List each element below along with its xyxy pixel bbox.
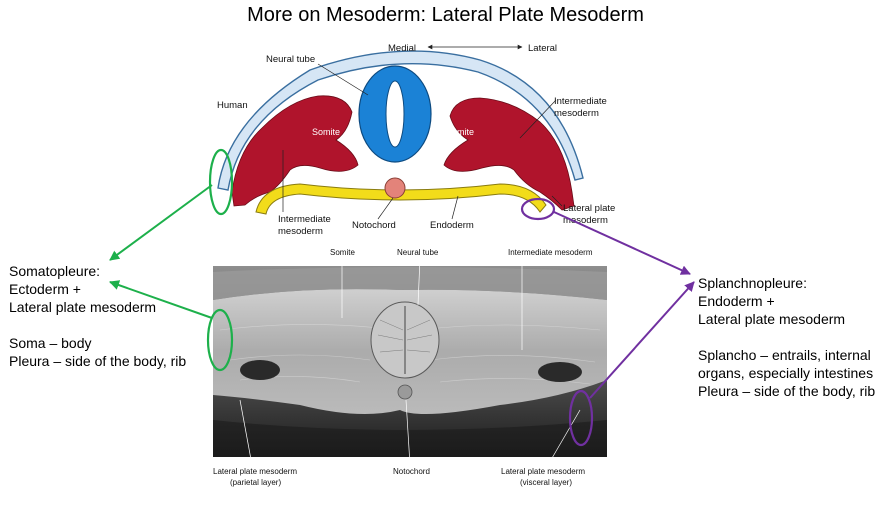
somatopleure-line-3: Lateral plate mesoderm: [9, 299, 157, 315]
splanchnopleure-line-1: Splanchnopleure:: [698, 275, 807, 291]
label-endoderm: Endoderm: [430, 220, 474, 231]
somatopleure-line-2: Ectoderm +: [9, 281, 81, 297]
splanchnopleure-line-3: Lateral plate mesoderm: [698, 311, 846, 327]
splanchnopleure-text: Splanchnopleure: Endoderm + Lateral plat…: [698, 274, 875, 400]
leader-sem-notochord: [405, 399, 411, 466]
splanchnopleure-line-5: organs, especially intestines: [698, 365, 874, 381]
ectoderm-layer: [217, 50, 584, 191]
green-oval-sem: [206, 308, 234, 372]
splanchnopleure-line-6: Pleura – side of the body, rib: [698, 383, 876, 399]
splanchnopleure-line-4: Splancho – entrails, internal: [698, 347, 871, 363]
neural-canal: [385, 80, 405, 148]
green-oval-top: [208, 148, 234, 216]
label-notochord: Notochord: [352, 220, 396, 231]
sem-label-lpm-parietal-2: (parietal layer): [230, 478, 281, 487]
label-intermediate-left-1: Intermediate: [278, 214, 331, 225]
somatopleure-line-5: Pleura – side of the body, rib: [9, 353, 187, 369]
sem-label-neural-tube: Neural tube: [397, 248, 439, 257]
sem-label-notochord: Notochord: [393, 467, 430, 476]
leader-intermediate-right: [519, 99, 557, 139]
left-somite-mesoderm: [231, 95, 359, 207]
leader-sem-lpm-parietal: [239, 399, 253, 466]
label-intermediate-right-2: mesoderm: [554, 108, 599, 119]
sem-label-lpm-visceral-1: Lateral plate mesoderm: [501, 467, 585, 476]
label-intermediate-left-2: mesoderm: [278, 226, 323, 237]
label-human: Human: [217, 100, 248, 111]
purple-oval-sem: [568, 389, 594, 447]
label-lateral-plate-1: Lateral plate: [563, 203, 615, 214]
sem-label-intermediate: Intermediate mesoderm: [508, 248, 593, 257]
somatopleure-line-1: Somatopleure:: [9, 263, 101, 279]
somatopleure-text: Somatopleure: Ectoderm + Lateral plate m…: [9, 262, 186, 370]
embryo-cross-section-diagram: Medial Lateral Human Neural tube Somite …: [217, 43, 615, 237]
label-somite-right: Somite: [446, 127, 474, 137]
label-somite-left: Somite: [312, 127, 340, 137]
sem-micrograph: Somite Neural tube Intermediate mesoderm…: [213, 248, 607, 487]
purple-arrow-sem: [589, 281, 695, 399]
label-intermediate-right-1: Intermediate: [554, 96, 607, 107]
leader-lateral-plate: [551, 195, 563, 207]
splanchnopleure-line-2: Endoderm +: [698, 293, 775, 309]
label-lateral: Lateral: [528, 43, 557, 54]
leader-sem-neural-tube: [417, 257, 421, 306]
purple-oval-top: [520, 197, 556, 221]
purple-arrow-top: [553, 211, 691, 275]
label-neural-tube: Neural tube: [266, 54, 315, 65]
endoderm-layer: [255, 183, 547, 215]
sem-label-lpm-visceral-2: (visceral layer): [520, 478, 572, 487]
sem-label-lpm-parietal-1: Lateral plate mesoderm: [213, 467, 297, 476]
leader-endoderm: [451, 195, 459, 220]
somatopleure-line-4: Soma – body: [9, 335, 92, 351]
green-arrow-top: [109, 184, 213, 261]
green-arrow-sem: [109, 280, 213, 319]
slide-title: More on Mesoderm: Lateral Plate Mesoderm: [247, 4, 644, 26]
leader-neural-tube: [317, 63, 369, 96]
label-lateral-plate-2: mesoderm: [563, 215, 608, 226]
notochord: [384, 177, 406, 199]
right-somite-mesoderm: [443, 97, 575, 211]
leader-notochord: [377, 197, 394, 220]
label-medial: Medial: [388, 43, 416, 54]
sem-label-somite: Somite: [330, 248, 355, 257]
leader-sem-lpm-visceral: [547, 409, 581, 466]
